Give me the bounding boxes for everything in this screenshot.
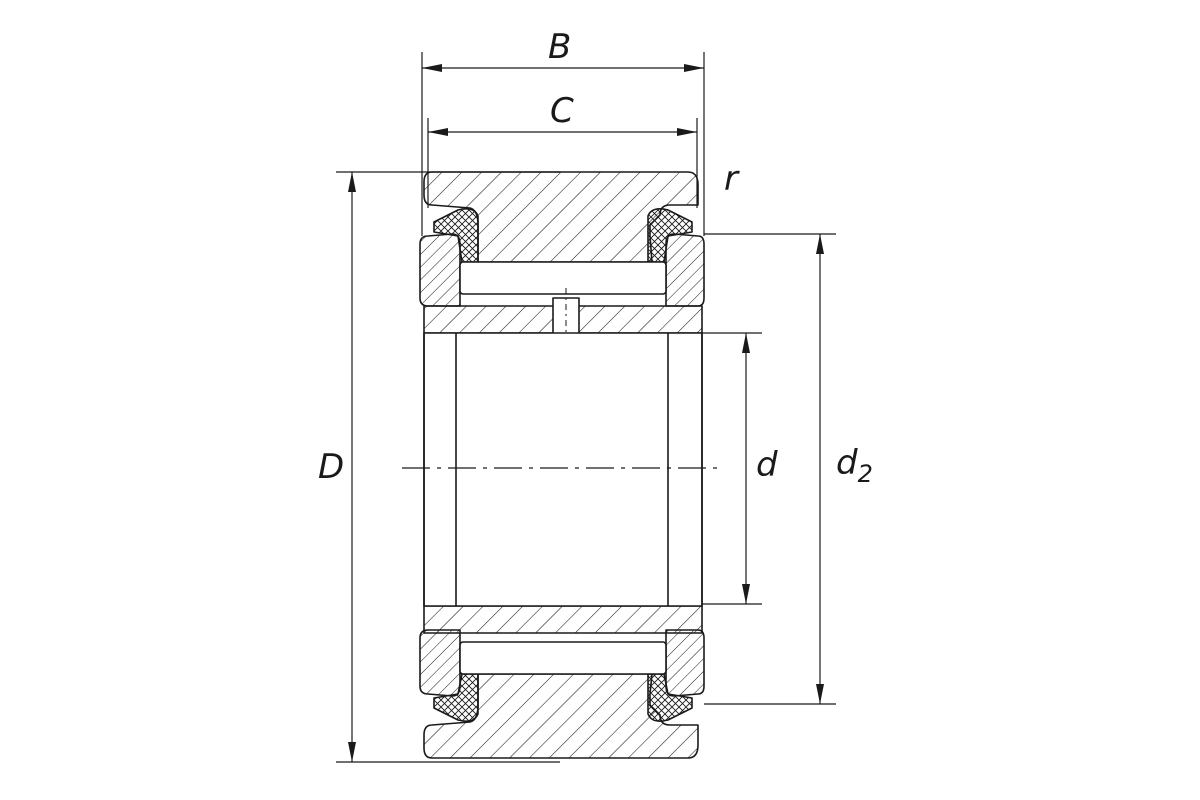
label-B: B (548, 27, 572, 67)
washer-top-right (665, 233, 705, 307)
bore (423, 332, 703, 607)
label-d2: d2 (836, 446, 873, 486)
washer-top-left (419, 233, 461, 307)
label-D: D (318, 447, 345, 487)
needle-roller-top (459, 261, 667, 295)
washer-bottom-right (665, 629, 705, 697)
washer-bottom-left (419, 629, 461, 697)
label-r: r (724, 159, 738, 199)
label-d2-subscript: 2 (857, 460, 873, 488)
label-d: d (756, 445, 778, 485)
needle-roller-bottom (459, 641, 667, 675)
inner-ring-bottom (423, 605, 703, 634)
label-C: C (550, 91, 574, 131)
label-d2-main: d (836, 443, 858, 483)
